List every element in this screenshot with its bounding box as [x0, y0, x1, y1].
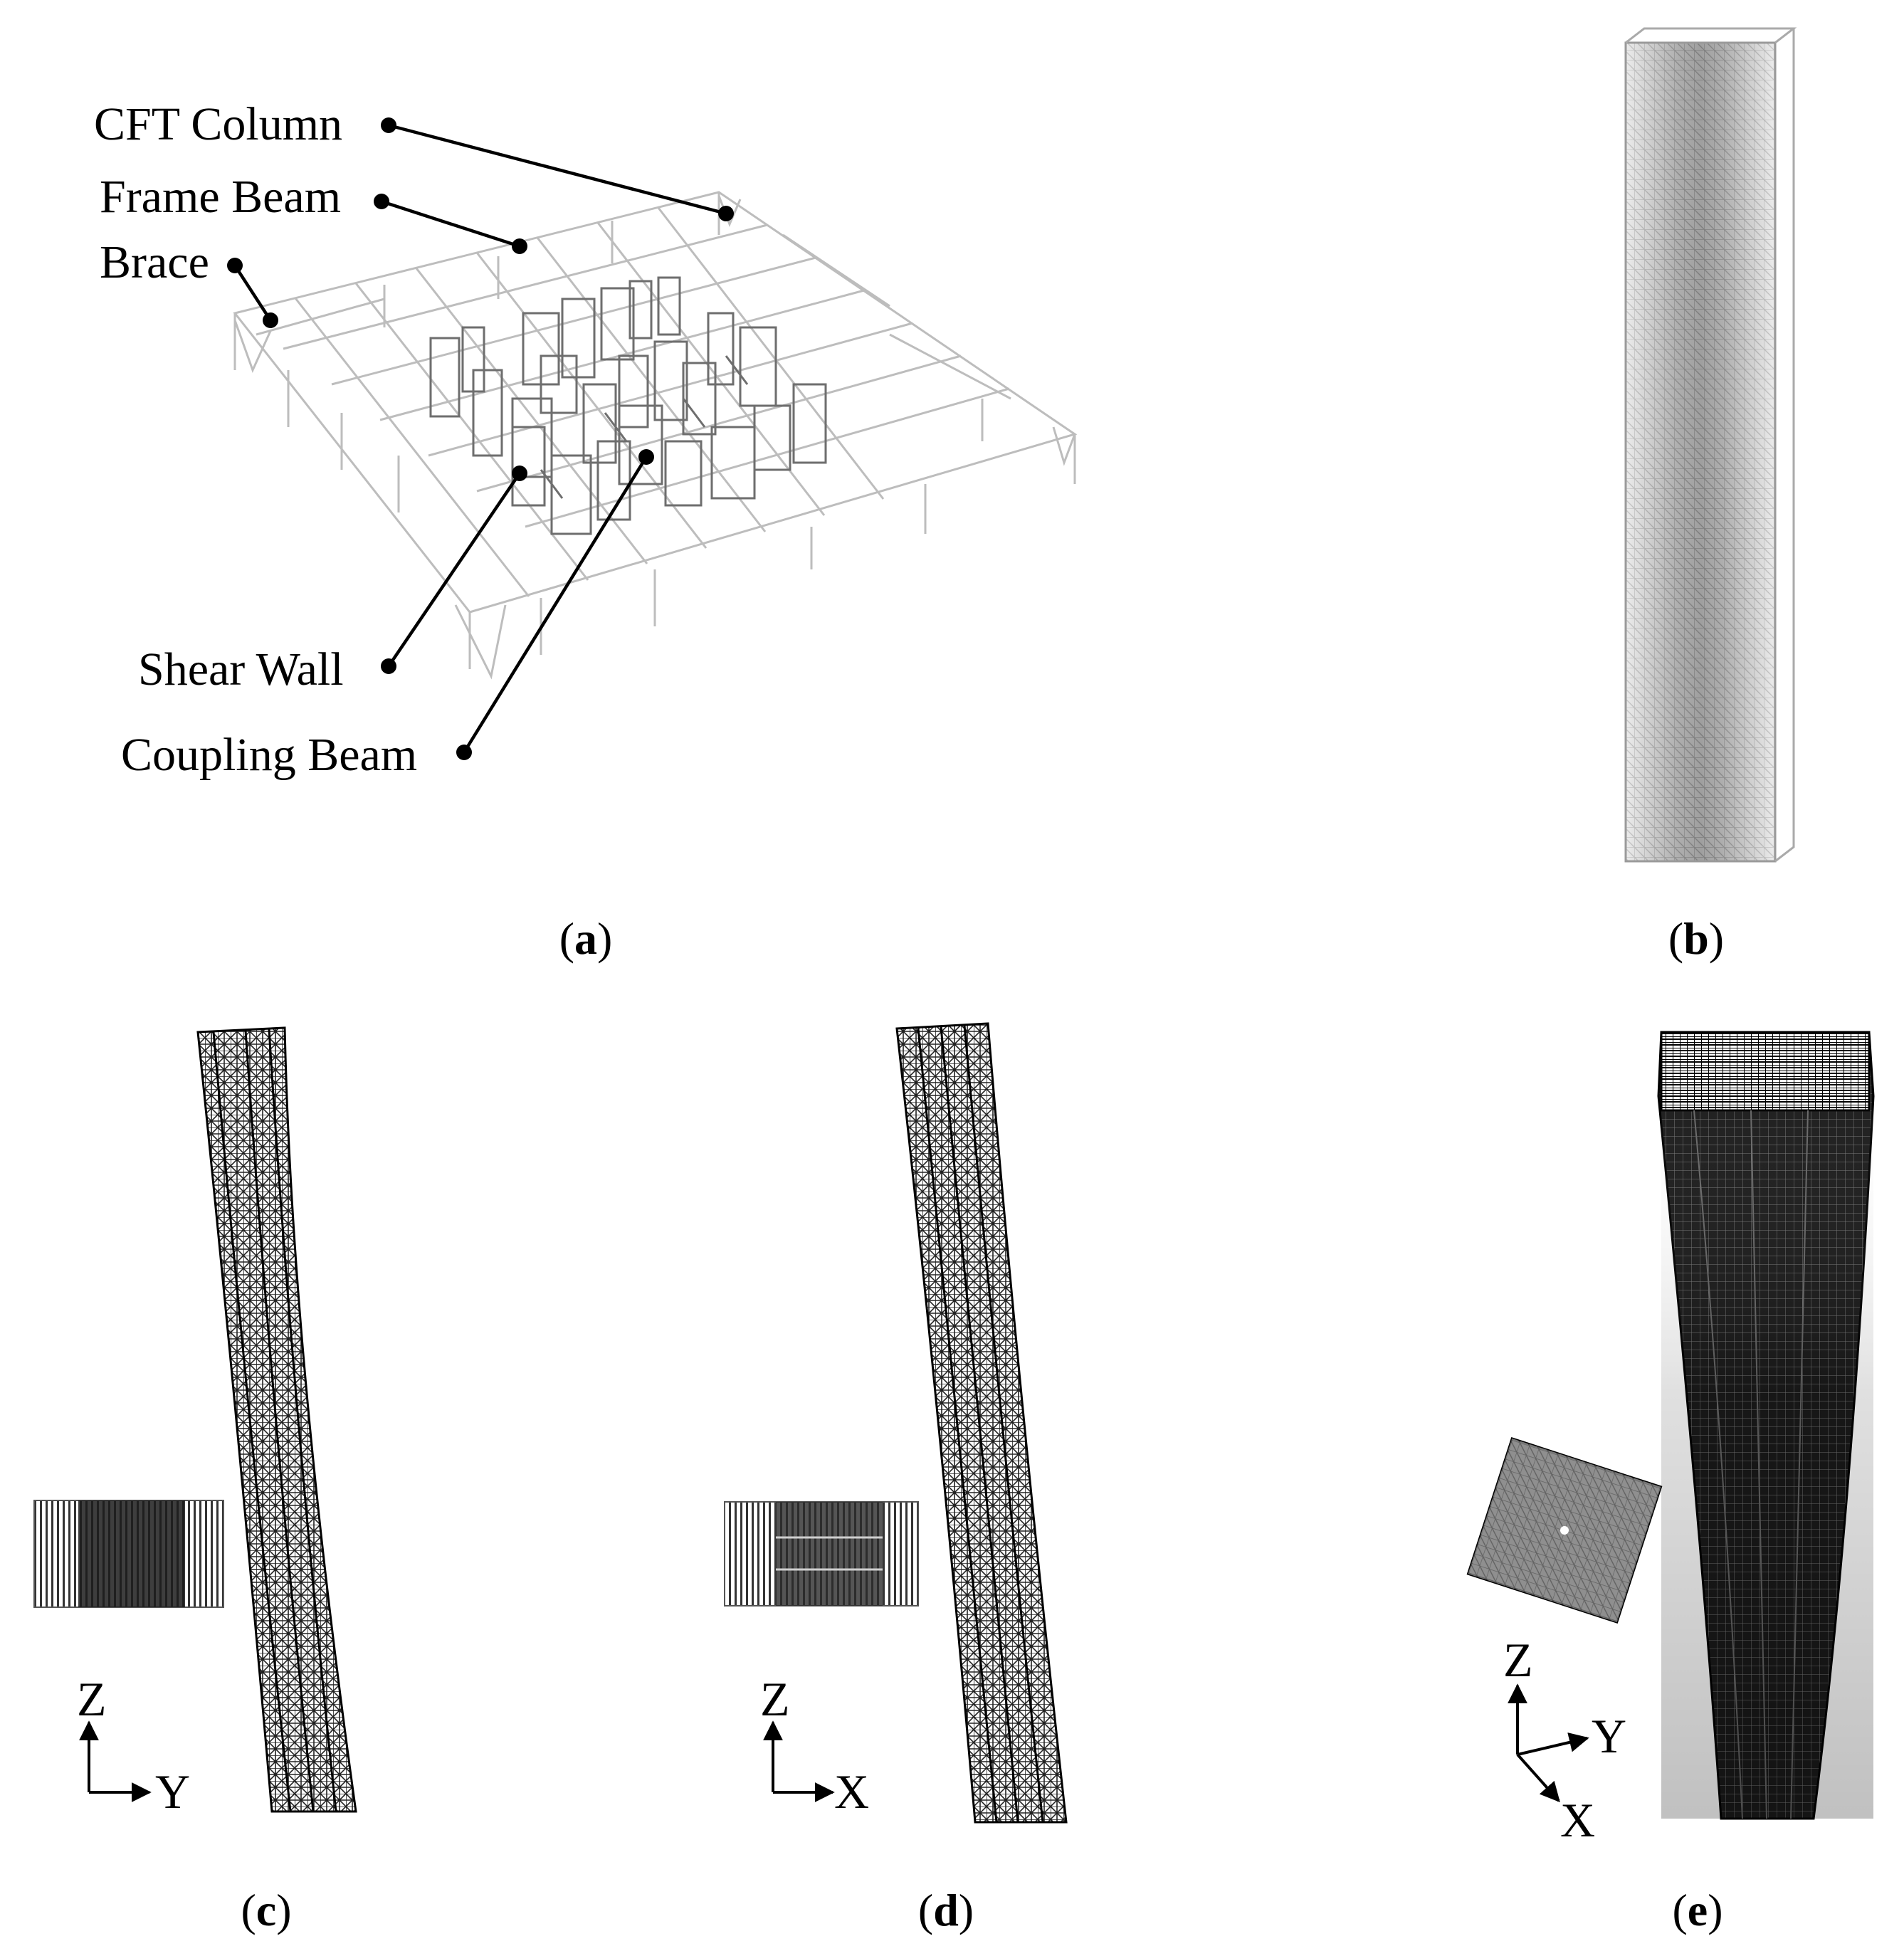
panel-b-tower-3d: (b): [1624, 27, 1797, 964]
axis-triad-e: Z Y X: [1503, 1633, 1626, 1847]
caption-b-letter: b: [1683, 913, 1709, 964]
caption-a: (a): [559, 913, 613, 964]
leader-shear-wall: [387, 472, 521, 668]
dot-cft-column-label: [381, 117, 396, 133]
dot-brace-label: [227, 258, 243, 273]
dot-coupling-beam-target: [638, 449, 654, 465]
twisted-tower-top: [1660, 1031, 1871, 1112]
dot-cft-column-target: [718, 206, 734, 221]
axis-e-vertical-label: Z: [1503, 1633, 1533, 1687]
panel-d-deformed-zx: Z X (d): [724, 1022, 1068, 1935]
caption-d: (d): [918, 1885, 974, 1935]
caption-a-letter: a: [574, 913, 597, 964]
plan-inset-c-core: [78, 1500, 185, 1607]
caption-c: (c): [241, 1885, 291, 1935]
tower-outline: [1624, 41, 1777, 863]
dot-shear-wall-target: [512, 466, 527, 481]
label-brace: Brace: [100, 236, 209, 288]
leader-frame-beam: [381, 199, 520, 248]
axis-e-diagonal-arrow: [1516, 1753, 1560, 1803]
label-coupling-beam: Coupling Beam: [121, 729, 417, 781]
leader-coupling-beam: [463, 456, 648, 754]
leader-cft-column: [388, 123, 727, 216]
caption-c-letter: c: [256, 1885, 276, 1935]
axis-e-diagonal-label: X: [1560, 1793, 1595, 1847]
deformed-tower-d: [895, 1022, 1068, 1824]
label-frame-beam: Frame Beam: [100, 171, 341, 223]
axis-c-vertical-label: Z: [77, 1672, 107, 1726]
label-shear-wall: Shear Wall: [138, 643, 344, 695]
dot-shear-wall-label: [381, 658, 396, 674]
annotation-leaders: [227, 117, 734, 760]
core-shear-walls: [429, 276, 827, 535]
dot-frame-beam-label: [374, 194, 389, 209]
axis-c-horizontal-label: Y: [155, 1765, 190, 1819]
panel-a-floor-plan-isometric: CFT Column Frame Beam Brace Shear Wall C…: [94, 98, 1078, 964]
frame-grid: [233, 191, 1078, 680]
tower-e-shading: [1661, 1110, 1873, 1819]
tower-d-column-lines: [917, 1025, 1044, 1823]
tower-frame-mesh: [1626, 43, 1775, 861]
dot-frame-beam-target: [512, 238, 527, 254]
axis-e-horizontal-arrow: [1517, 1732, 1589, 1756]
axis-triad-c: Z Y: [77, 1672, 190, 1819]
plan-inset-e-center-mark: [1560, 1526, 1569, 1535]
dot-coupling-beam-label: [456, 745, 472, 760]
axis-d-horizontal-label: X: [834, 1765, 869, 1819]
caption-e: (e): [1672, 1885, 1722, 1935]
label-cft-column: CFT Column: [94, 98, 342, 150]
axis-e-horizontal-label: Y: [1592, 1709, 1626, 1763]
leader-brace: [233, 264, 272, 322]
panel-c-deformed-zy: Z Y (c): [33, 1026, 357, 1935]
plan-inset-d-core: [776, 1502, 883, 1606]
tower-c-column-lines: [212, 1029, 337, 1812]
caption-d-letter: d: [933, 1885, 959, 1935]
caption-b: (b): [1668, 913, 1724, 964]
tower-depth-edges: [1625, 27, 1797, 863]
plan-inset-e: [1466, 1437, 1663, 1624]
panel-e-twisted-tower: Z Y X (e): [1466, 1031, 1875, 1935]
axis-d-vertical-label: Z: [760, 1672, 790, 1726]
axis-triad-d: Z X: [760, 1672, 869, 1819]
dot-brace-target: [263, 312, 278, 328]
caption-e-letter: e: [1688, 1885, 1708, 1935]
